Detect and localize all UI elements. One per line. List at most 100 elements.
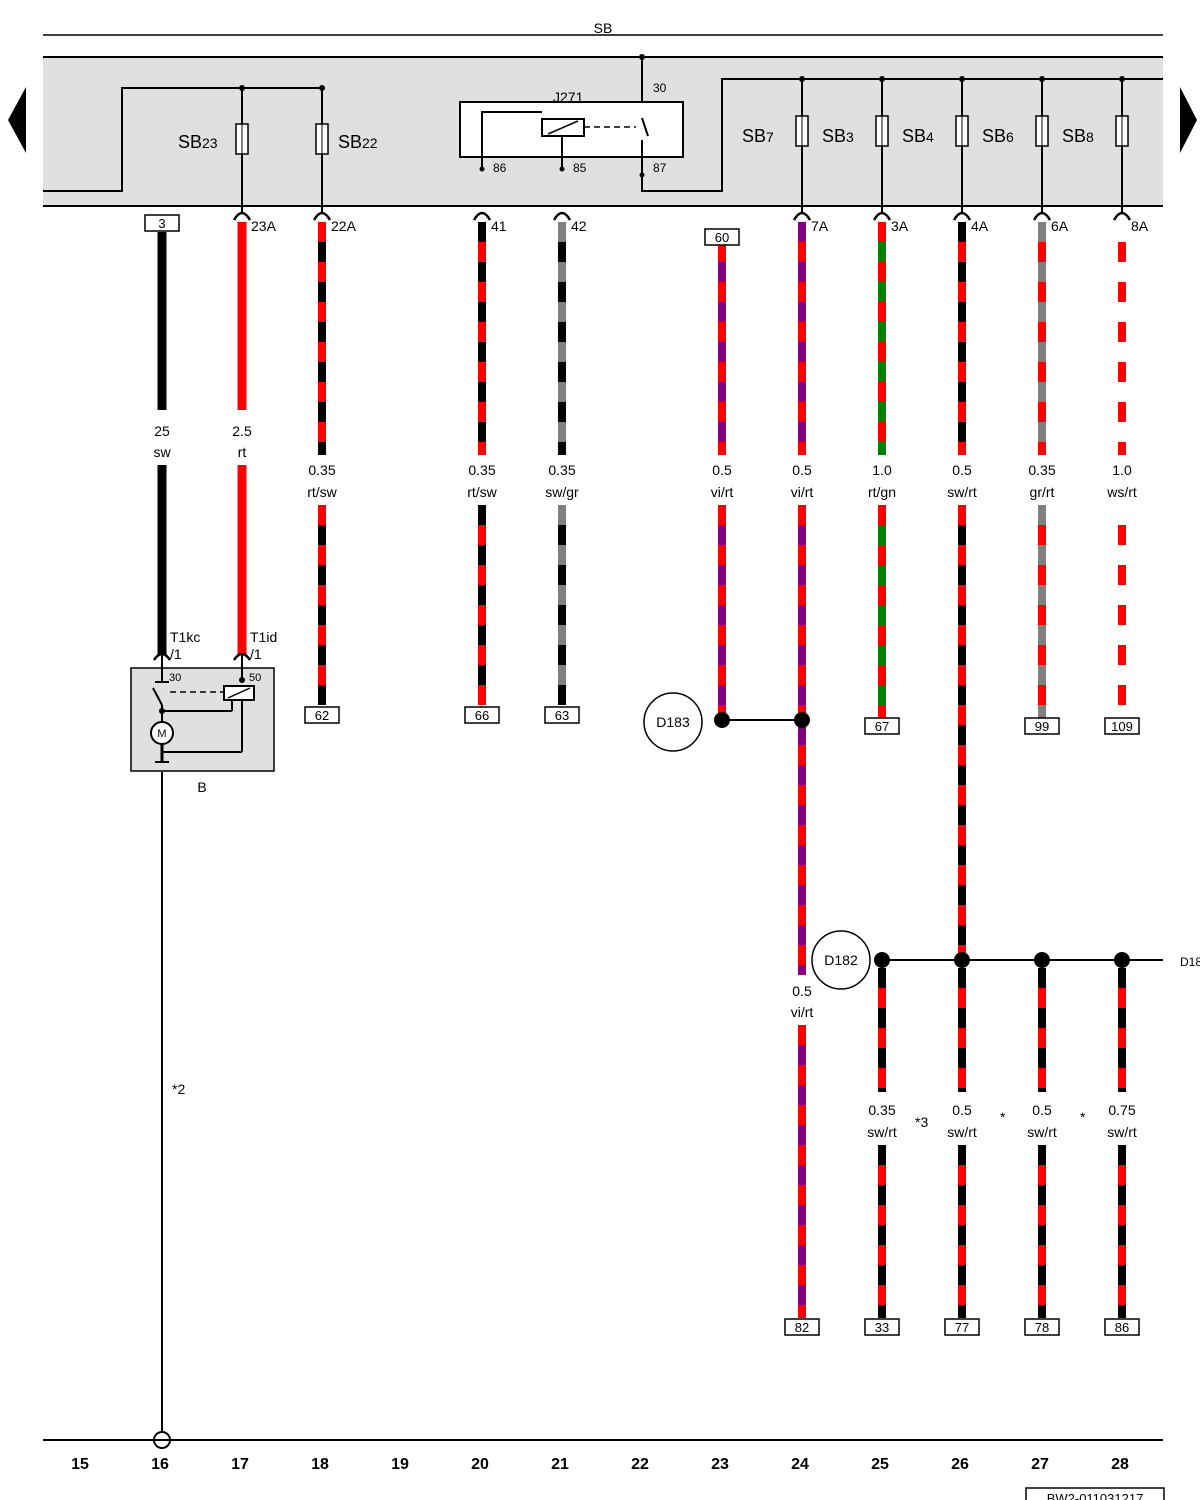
wire-color-label: vi/rt [791, 1004, 814, 1020]
svg-text:SB23: SB23 [178, 132, 218, 152]
edge-reference: D18 [1180, 955, 1200, 969]
terminal-box: 99 [1024, 717, 1060, 735]
next-page-arrow-icon[interactable] [1180, 87, 1197, 153]
fuse-box-junction-dots [239, 54, 1125, 91]
wire-color-label: sw [153, 444, 171, 460]
wire-color-label: rt/gn [868, 484, 896, 500]
wire-color-label: vi/rt [791, 484, 814, 500]
wire-spec-labels: 25 sw 2.5 rt 0.35 rt/sw 0.35 rt/sw 0.35 … [153, 423, 1136, 1140]
connector-plugs [232, 211, 1132, 221]
terminal-box: 109 [1104, 717, 1140, 735]
terminal-box: 86 [1104, 1318, 1140, 1336]
terminal-box: 60 [704, 228, 740, 246]
svg-text:*3: *3 [915, 1114, 928, 1130]
wire-size-label: 0.5 [952, 1102, 972, 1118]
svg-text:SB3: SB3 [822, 126, 854, 146]
column-number: 17 [231, 1456, 249, 1473]
fuse-sb7: SB7 [742, 126, 774, 146]
svg-text:30: 30 [169, 672, 181, 684]
wire-size-label: 0.5 [792, 462, 812, 478]
plug-connector [1112, 211, 1132, 221]
svg-text:86: 86 [1115, 1320, 1129, 1335]
wire-size-label: 0.5 [712, 462, 732, 478]
wire-color-label: gr/rt [1030, 484, 1055, 500]
wire-color-label: sw/rt [1027, 1124, 1057, 1140]
fuse-sb8: SB8 [1035, 115, 1094, 147]
wire-color-label: sw/gr [545, 484, 579, 500]
column-number: 27 [1031, 1456, 1049, 1473]
svg-text:D183: D183 [656, 714, 690, 730]
svg-text:M: M [157, 728, 166, 740]
terminal-box: 78 [1024, 1318, 1060, 1336]
svg-text:SB8: SB8 [1062, 126, 1094, 146]
relay-j271: J271 30 86 85 87 30 [459, 81, 684, 178]
wire-color-label: sw/rt [867, 1124, 897, 1140]
plug-connector [952, 211, 972, 221]
plug-connector [312, 211, 332, 221]
wire-color-label: sw/rt [947, 1124, 977, 1140]
svg-text:60: 60 [715, 230, 729, 245]
svg-text:/1: /1 [170, 646, 182, 662]
wire-size-label: 0.5 [792, 983, 812, 999]
svg-text:D182: D182 [824, 952, 858, 968]
svg-text:82: 82 [795, 1320, 809, 1335]
svg-text:66: 66 [475, 708, 489, 723]
svg-text:SB7: SB7 [742, 126, 774, 146]
svg-text:42: 42 [571, 218, 587, 234]
svg-text:SB6: SB6 [982, 126, 1014, 146]
svg-text:7A: 7A [811, 218, 829, 234]
splice-d182: D182 [811, 930, 871, 990]
wire-size-label: 1.0 [1112, 462, 1132, 478]
fuse-sb6: SB6 [955, 115, 1014, 147]
svg-text:22A: 22A [331, 218, 357, 234]
svg-text:6A: 6A [1051, 218, 1069, 234]
fuse-sb22: SB22 [315, 123, 378, 155]
starter-b: M 30 50 B T1kc /1 T1id /1 [130, 629, 277, 795]
svg-text:BW2-011031217: BW2-011031217 [1047, 1491, 1144, 1500]
document-code: BW2-011031217 [1025, 1487, 1165, 1500]
svg-text:SB22: SB22 [338, 132, 378, 152]
wire-size-label: 0.35 [468, 462, 495, 478]
prev-page-arrow-icon[interactable] [8, 87, 26, 153]
svg-text:62: 62 [315, 708, 329, 723]
plug-connector [552, 211, 572, 221]
svg-text:50: 50 [249, 672, 261, 684]
fuse-sb23: SB23 [178, 123, 249, 155]
wires-layer [157, 222, 1126, 1318]
svg-text:*2: *2 [172, 1081, 185, 1097]
svg-text:63: 63 [555, 708, 569, 723]
wire-color-label: ws/rt [1106, 484, 1137, 500]
fuse-sb3: SB3 [795, 115, 854, 147]
svg-text:/1: /1 [250, 646, 262, 662]
svg-text:*: * [1080, 1109, 1086, 1125]
svg-text:41: 41 [491, 218, 507, 234]
column-number: 18 [311, 1456, 329, 1473]
wire-size-label: 2.5 [232, 423, 252, 439]
column-number: 24 [791, 1456, 809, 1473]
svg-text:*: * [1000, 1109, 1006, 1125]
wire-size-label: 0.35 [308, 462, 335, 478]
wire-size-label: 25 [154, 423, 170, 439]
ground-wire [153, 772, 171, 1449]
wire-size-label: 0.35 [868, 1102, 895, 1118]
wire-size-label: 0.75 [1108, 1102, 1135, 1118]
terminal-box: 62 [304, 706, 340, 724]
wire-color-label: vi/rt [711, 484, 734, 500]
terminal-box: 67 [864, 717, 900, 735]
wire-size-label: 0.5 [952, 462, 972, 478]
svg-text:109: 109 [1111, 719, 1133, 734]
svg-text:67: 67 [875, 719, 889, 734]
column-number: 21 [551, 1456, 569, 1473]
plug-connector [872, 211, 892, 221]
svg-text:30: 30 [653, 81, 667, 95]
column-number: 15 [71, 1456, 89, 1473]
terminal-box: 77 [944, 1318, 980, 1336]
svg-text:23A: 23A [251, 218, 277, 234]
splice-dots [714, 712, 1130, 968]
connector-t1kc: T1kc [170, 629, 200, 645]
plug-connector [1032, 211, 1052, 221]
wire-size-label: 0.35 [1028, 462, 1055, 478]
